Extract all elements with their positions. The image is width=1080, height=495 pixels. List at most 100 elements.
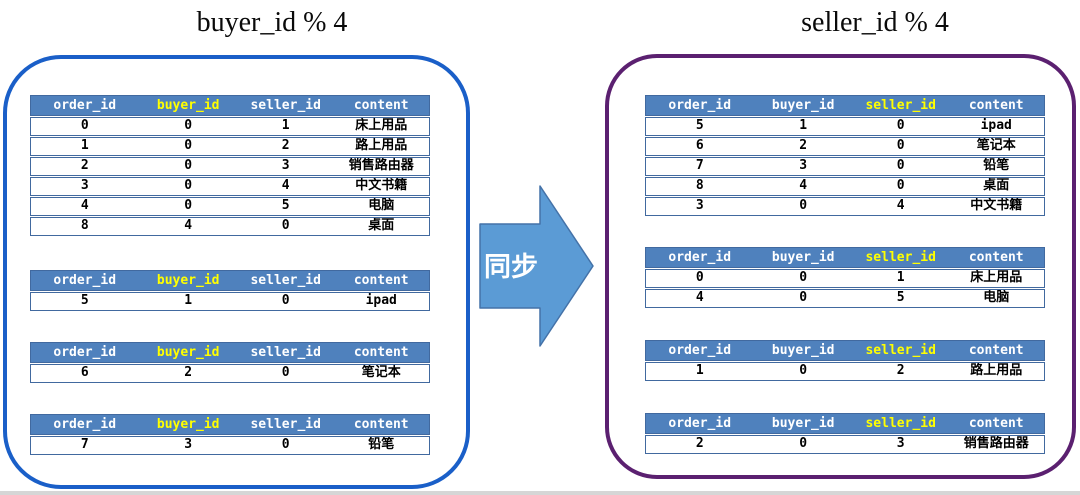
table-cell: 5	[695, 118, 704, 133]
column-header-content: content	[353, 273, 409, 288]
table-cell: 4	[896, 198, 905, 213]
table-cell: 6	[695, 138, 704, 153]
order-table-seller-shard-3: order_id buyer_id seller_id content 2 0 3 销售路由器	[645, 413, 1045, 454]
table-cell: 7	[80, 437, 89, 452]
table-row: 5 1 0 ipad	[645, 117, 1045, 136]
table-cell: 3	[799, 158, 808, 173]
table-cell: 路上用品	[970, 363, 1023, 378]
column-header-buyer_id: buyer_id	[771, 98, 835, 113]
table-cell: 4	[695, 290, 704, 305]
column-header-seller_id: seller_id	[865, 98, 936, 113]
column-header-buyer_id: buyer_id	[771, 416, 835, 431]
table-cell: 0	[799, 436, 808, 451]
table-cell: ipad	[365, 293, 397, 308]
column-header-buyer_id: buyer_id	[156, 98, 220, 113]
table-cell: 8	[695, 178, 704, 193]
table-cell: 1	[799, 118, 808, 133]
table-cell: 0	[80, 118, 89, 133]
table-cell: 6	[80, 365, 89, 380]
left-shard-title: buyer_id % 4	[196, 7, 348, 38]
right-shard-title: seller_id % 4	[801, 7, 949, 38]
sync-arrow: 同步	[479, 185, 594, 347]
table-cell: 5	[896, 290, 905, 305]
table-cell: 8	[80, 218, 89, 233]
table-cell: 2	[184, 365, 193, 380]
table-cell: 0	[799, 198, 808, 213]
table-cell: 2	[799, 138, 808, 153]
column-header-content: content	[968, 98, 1024, 113]
table-cell: 3	[896, 436, 905, 451]
column-header-buyer_id: buyer_id	[156, 345, 220, 360]
column-header-content: content	[353, 345, 409, 360]
column-header-order_id: order_id	[53, 273, 117, 288]
table-cell: 0	[695, 270, 704, 285]
column-header-content: content	[968, 416, 1024, 431]
table-cell: 销售路由器	[348, 158, 414, 173]
column-header-seller_id: seller_id	[865, 250, 936, 265]
table-cell: 中文书籍	[355, 178, 408, 193]
table-cell: 铅笔	[983, 158, 1010, 173]
column-header-seller_id: seller_id	[250, 417, 321, 432]
table-cell: 0	[799, 363, 808, 378]
table-cell: 0	[184, 118, 193, 133]
table-cell: 1	[695, 363, 704, 378]
column-header-seller_id: seller_id	[865, 416, 936, 431]
table-cell: 3	[281, 158, 290, 173]
column-header-content: content	[968, 250, 1024, 265]
table-cell: 电脑	[983, 290, 1010, 305]
table-cell: 2	[896, 363, 905, 378]
table-cell: 0	[896, 138, 905, 153]
order-table-seller-shard-0: order_id buyer_id seller_id content 5 1 0 ipad 6…	[645, 95, 1045, 216]
column-header-order_id: order_id	[668, 416, 732, 431]
table-cell: 4	[799, 178, 808, 193]
column-header-order_id: order_id	[668, 98, 732, 113]
table-cell: 铅笔	[368, 437, 395, 452]
table-cell: 1	[896, 270, 905, 285]
sync-arrow-shape	[479, 185, 594, 347]
table-cell: 5	[80, 293, 89, 308]
column-header-order_id: order_id	[53, 98, 117, 113]
table-cell: 0	[281, 218, 290, 233]
bottom-gray-strip	[0, 491, 1080, 495]
table-row: 6 2 0 笔记本	[645, 137, 1045, 156]
left-shard-panel	[3, 55, 470, 489]
table-cell: 笔记本	[976, 138, 1016, 153]
column-header-buyer_id: buyer_id	[156, 417, 220, 432]
table-cell: 3	[184, 437, 193, 452]
sync-arrow-label: 同步	[484, 252, 538, 283]
column-header-order_id: order_id	[53, 345, 117, 360]
table-cell: 床上用品	[970, 270, 1023, 285]
table-cell: ipad	[980, 118, 1012, 133]
table-cell: 1	[80, 138, 89, 153]
table-cell: 2	[695, 436, 704, 451]
table-cell: 0	[184, 158, 193, 173]
table-cell: 1	[184, 293, 193, 308]
column-header-content: content	[968, 343, 1024, 358]
table-cell: 销售路由器	[963, 436, 1029, 451]
table-cell: 0	[896, 178, 905, 193]
table-cell: 0	[896, 118, 905, 133]
table-cell: 0	[184, 198, 193, 213]
table-cell: 床上用品	[355, 118, 408, 133]
table-cell: 4	[184, 218, 193, 233]
table-cell: 0	[896, 158, 905, 173]
column-header-order_id: order_id	[668, 343, 732, 358]
